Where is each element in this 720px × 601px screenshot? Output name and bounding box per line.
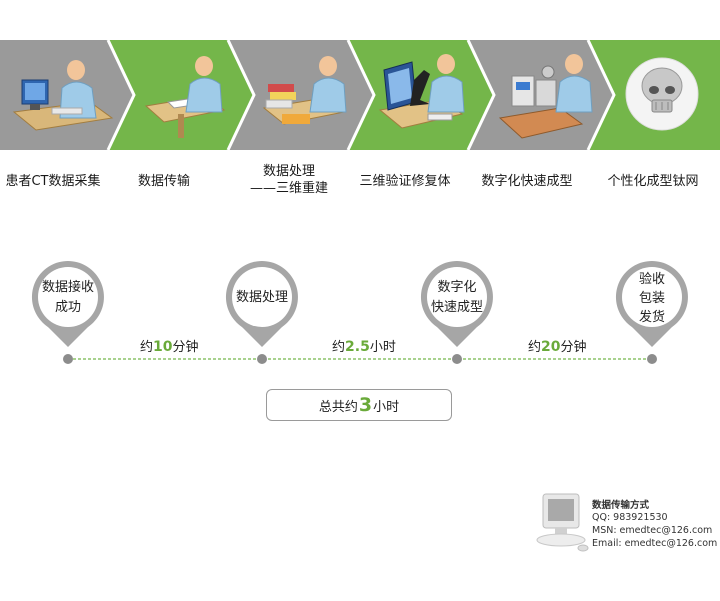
data-writing-icon: [144, 56, 226, 138]
step-label-3-line1: 数据处理: [262, 164, 315, 179]
books-processing-icon: [262, 56, 347, 125]
step-label-2: 数据传输: [137, 174, 190, 189]
milestone-1: 数据接收 成功: [32, 261, 104, 347]
contact-msn: MSN: emedtec@126.com: [592, 525, 713, 536]
milestone-1-line1: 数据接收: [41, 280, 94, 295]
duration-2: 约2.5小时: [332, 339, 396, 355]
milestone-4-line1: 验收: [638, 271, 665, 287]
milestone-3: 数字化 快速成型: [421, 261, 493, 347]
duration-1: 约10分钟: [140, 339, 199, 355]
milestone-4: 验收 包装 发货: [616, 261, 688, 347]
process-banner: [0, 40, 720, 150]
timeline-dot-4: [647, 354, 657, 364]
milestone-2-line1: 数据处理: [235, 290, 288, 305]
microscope-icon: [378, 54, 465, 129]
milestone-4-line3: 发货: [638, 309, 665, 325]
milestone-pin-2: [225, 261, 298, 347]
duration-2-value: 2.5: [345, 339, 370, 355]
printer-machine-icon: [498, 54, 593, 139]
step-2-chevron: [108, 40, 254, 150]
computer-icon: [536, 493, 589, 552]
step-label-3-line2: ——三维重建: [249, 181, 328, 196]
step-label-4: 三维验证修复体: [359, 174, 451, 189]
timeline-dot-2: [257, 354, 267, 364]
milestone-pin-1: [31, 261, 104, 347]
ct-operator-icon: [12, 60, 114, 131]
step-label-6: 个性化成型钛网: [607, 174, 699, 189]
total-value: 3: [358, 394, 373, 416]
skull-model-icon: [625, 57, 699, 131]
total-prefix: 总共约: [318, 399, 358, 415]
total-unit: 小时: [373, 399, 400, 415]
milestone-pin-3: [420, 261, 493, 347]
milestone-3-line1: 数字化: [437, 280, 477, 295]
timeline-dot-1: [63, 354, 73, 364]
duration-3: 约20分钟: [528, 339, 587, 355]
milestone-2: 数据处理: [226, 261, 298, 347]
milestone-1-line2: 成功: [54, 300, 81, 315]
step-label-3: 数据处理 ——三维重建: [229, 163, 349, 197]
step-label-5: 数字化快速成型: [481, 174, 573, 189]
contact-card: 数据传输方式 QQ: 983921530 MSN: emedtec@126.co…: [529, 484, 720, 564]
milestone-pin-4: [615, 261, 688, 347]
step-3-chevron: [228, 40, 374, 150]
timeline-dot-3: [452, 354, 462, 364]
duration-3-value: 20: [541, 339, 561, 355]
milestone-4-line2: 包装: [638, 290, 665, 306]
step-label-1: 患者CT数据采集: [5, 174, 101, 189]
milestone-3-line2: 快速成型: [430, 300, 483, 315]
duration-1-value: 10: [153, 339, 173, 355]
contact-email: Email: emedtec@126.com: [592, 538, 718, 549]
contact-title: 数据传输方式: [592, 500, 650, 511]
contact-qq: QQ: 983921530: [592, 512, 668, 523]
